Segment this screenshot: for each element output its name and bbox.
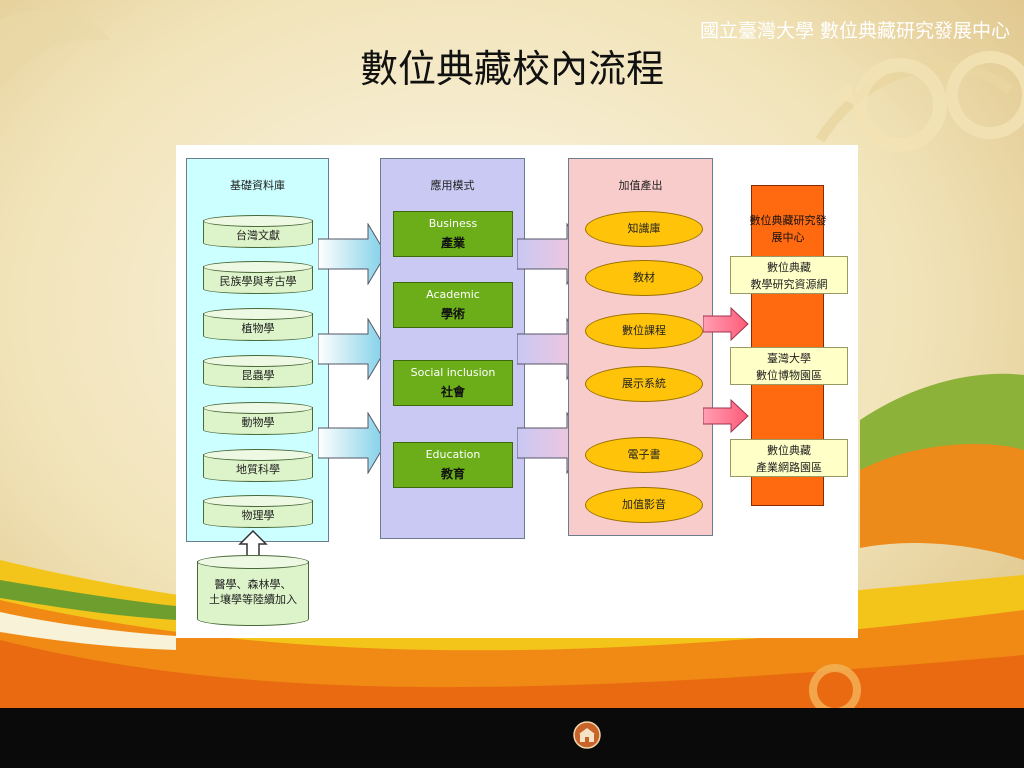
center-title: 數位典藏研究發 展中心 — [749, 214, 827, 244]
output-oval: 知識庫 — [585, 211, 703, 247]
future-line-1: 醫學、森林學、 — [214, 578, 292, 591]
right-arrow-icon — [703, 307, 749, 341]
center-item: 數位典藏產業網路園區 — [730, 439, 848, 477]
center-item: 臺灣大學數位博物園區 — [730, 347, 848, 385]
footer-text: 國立臺灣大學 數位典藏研究發展中心 — [699, 20, 1010, 42]
database-item: 民族學與考古學 — [203, 261, 313, 295]
output-oval: 展示系統 — [585, 366, 703, 402]
right-arrow-icon — [318, 318, 387, 380]
output-oval: 電子書 — [585, 437, 703, 473]
output-oval: 教材 — [585, 260, 703, 296]
output-oval: 加值影音 — [585, 487, 703, 523]
database-item: 台灣文獻 — [203, 215, 313, 249]
university-logo-icon — [573, 721, 601, 749]
database-title: 基礎資料庫 — [230, 179, 285, 192]
future-line-2: 土壤學等陸續加入 — [209, 593, 297, 606]
database-item: 昆蟲學 — [203, 355, 313, 389]
database-panel: 基礎資料庫 台灣文獻 民族學與考古學 植物學 昆蟲學 動物學 地質科學 物理學 — [186, 158, 329, 542]
diagram-area: 基礎資料庫 台灣文獻 民族學與考古學 植物學 昆蟲學 動物學 地質科學 物理學 … — [176, 145, 858, 638]
right-arrow-icon — [703, 399, 749, 433]
right-arrow-icon — [318, 223, 387, 285]
output-oval: 數位課程 — [585, 313, 703, 349]
modes-title: 應用模式 — [430, 179, 475, 192]
outputs-title: 加值產出 — [618, 179, 663, 192]
database-item: 動物學 — [203, 402, 313, 436]
database-item: 物理學 — [203, 495, 313, 529]
center-panel: 數位典藏研究發 展中心 數位典藏教學研究資源網 臺灣大學數位博物園區 數位典藏產… — [730, 185, 848, 506]
right-arrow-icon — [318, 412, 387, 474]
footer-bar — [0, 708, 1024, 768]
database-item: 地質科學 — [203, 449, 313, 483]
database-item: 植物學 — [203, 308, 313, 342]
center-item: 數位典藏教學研究資源網 — [730, 256, 848, 294]
outputs-panel: 加值產出 知識庫 教材 數位課程 展示系統 電子書 加值影音 — [568, 158, 713, 536]
future-database-item: 醫學、森林學、 土壤學等陸續加入 — [197, 555, 309, 627]
slide-title: 數位典藏校內流程 — [359, 47, 664, 91]
